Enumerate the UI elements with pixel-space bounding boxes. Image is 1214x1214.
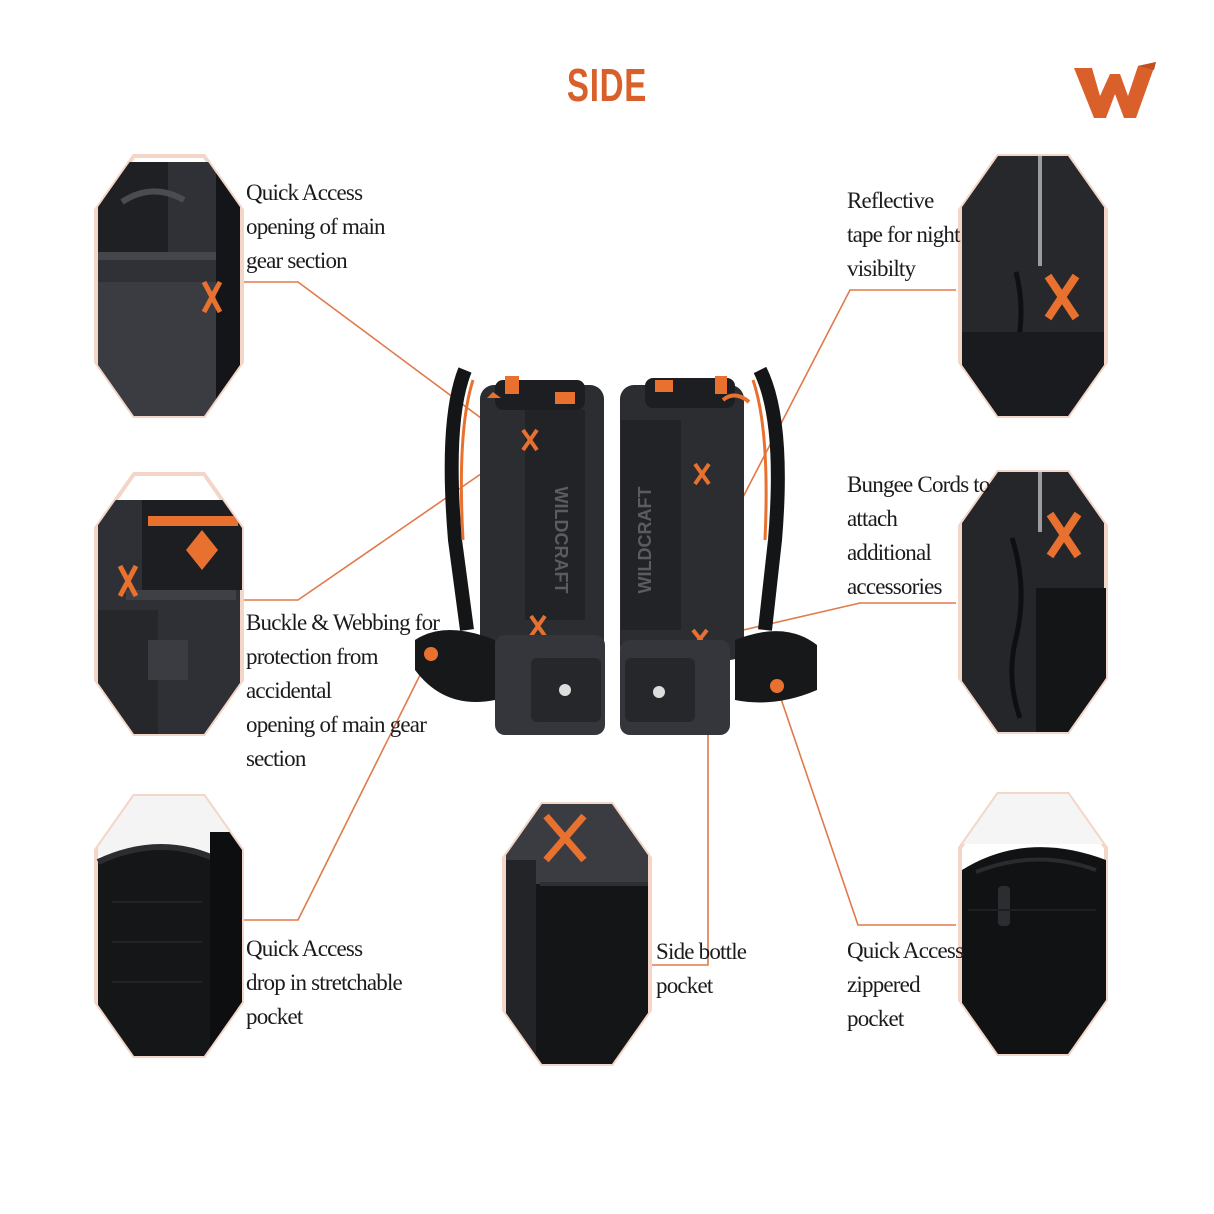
detail-side-bottle — [500, 800, 654, 1068]
label-side-bottle: Side bottle pocket — [656, 939, 747, 998]
detail-buckle-webbing — [92, 470, 246, 738]
label-reflective-tape: Reflective tape for night visibilty — [847, 188, 961, 281]
label-bungee-cords: Bungee Cords to attach additional access… — [847, 472, 990, 599]
backpack-product-image: WILDCRAFT WILDCRAFT — [415, 366, 817, 735]
detail-drop-in-pocket — [92, 792, 246, 1060]
backpack-left: WILDCRAFT — [415, 367, 605, 735]
detail-quick-access-main — [92, 152, 246, 420]
detail-bungee-cords — [956, 468, 1110, 736]
svg-text:WILDCRAFT: WILDCRAFT — [635, 487, 655, 594]
detail-reflective-tape — [956, 152, 1110, 420]
detail-zippered-pocket — [956, 790, 1110, 1058]
label-drop-in-pocket: Quick Access drop in stretchable pocket — [246, 936, 403, 1029]
label-buckle-webbing: Buckle & Webbing for protection from acc… — [246, 610, 440, 771]
label-quick-access-main: Quick Access opening of main gear sectio… — [246, 180, 386, 273]
svg-text:WILDCRAFT: WILDCRAFT — [551, 487, 571, 594]
wildcraft-w-logo-icon — [1074, 62, 1156, 118]
backpack-right: WILDCRAFT — [620, 366, 817, 735]
label-zippered-pocket: Quick Access zippered pocket — [847, 938, 964, 1031]
page-title: SIDE — [566, 59, 648, 111]
